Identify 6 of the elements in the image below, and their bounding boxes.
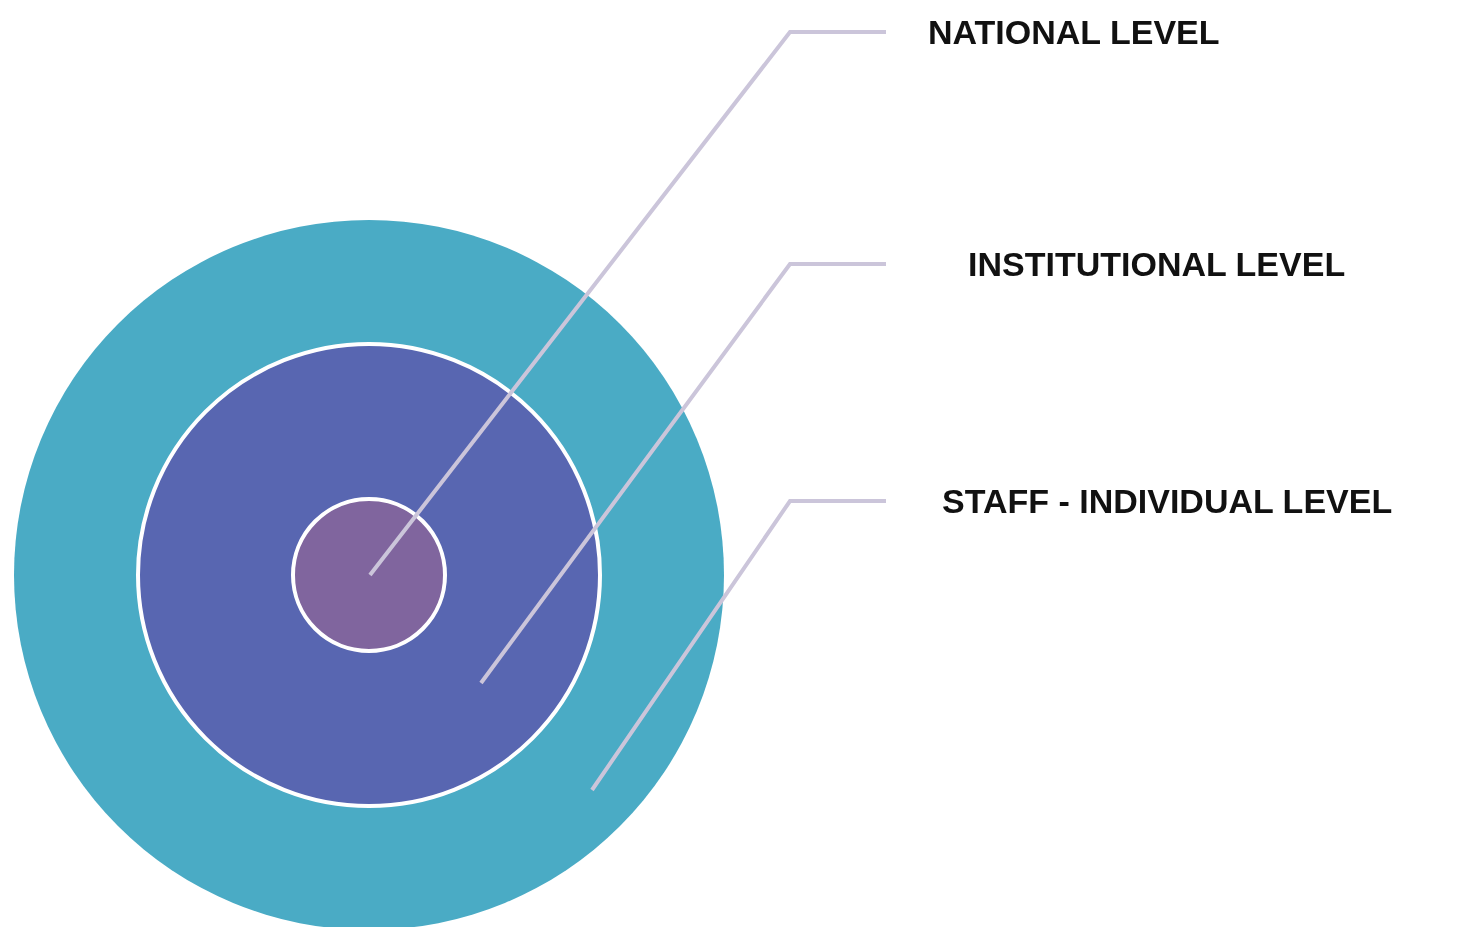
- level-label: INSTITUTIONAL LEVEL: [968, 245, 1346, 283]
- level-label: STAFF - INDIVIDUAL LEVEL: [942, 482, 1393, 520]
- leader-line: [590, 499, 886, 792]
- level-label: NATIONAL LEVEL: [928, 13, 1220, 51]
- leader-line: [368, 30, 886, 577]
- leader-line: [479, 262, 886, 685]
